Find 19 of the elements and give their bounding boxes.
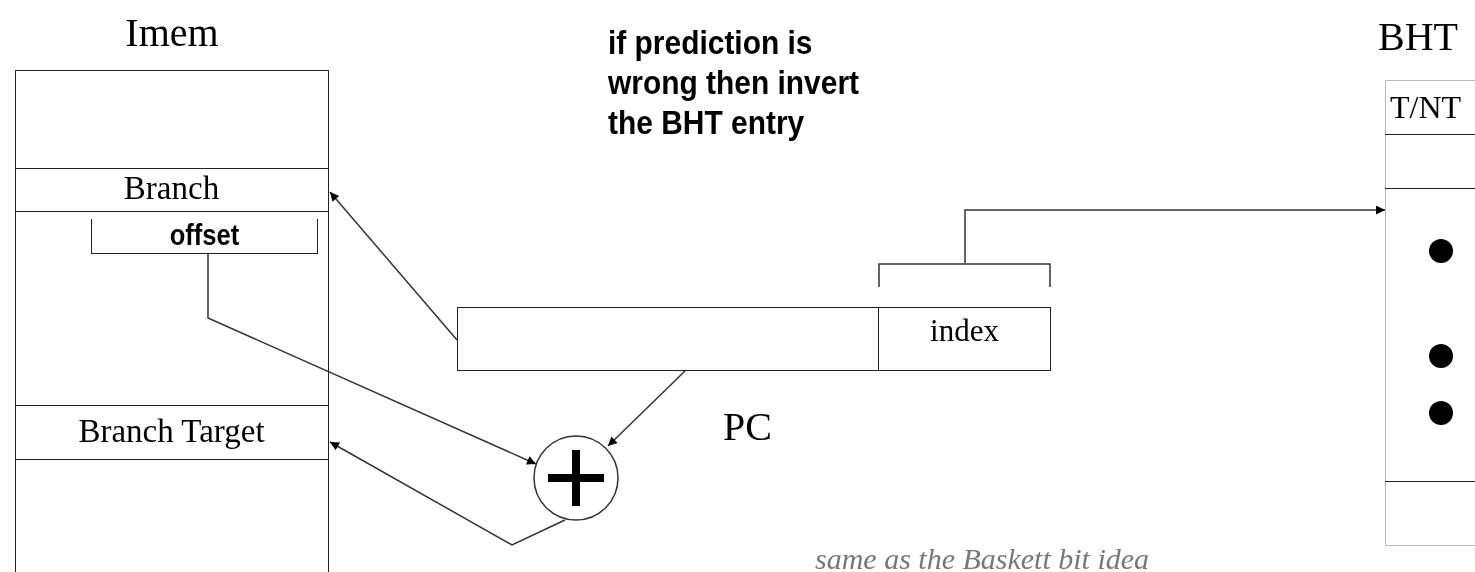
memory-row [14,405,329,460]
arrow [329,441,566,546]
column-header: T/NT [1390,89,1462,126]
arrow [329,191,458,341]
note-text: if prediction is wrong then invert the BHT entry [608,22,860,142]
field-label: offset [168,219,241,251]
arrow [964,205,1386,264]
register-label: PC [723,403,772,450]
field-bracket [91,219,318,254]
note-text: same as the Baskett bit idea [815,542,1150,572]
block-title: Imem [124,9,220,56]
arrow [207,252,537,465]
arrow [607,370,686,447]
table-title: BHT [1378,13,1458,60]
adder-circle [532,434,620,522]
row-label: Branch Target [77,412,266,450]
row-label: Branch [122,169,221,207]
field-label: index [929,312,1000,349]
memory-row [14,168,329,212]
